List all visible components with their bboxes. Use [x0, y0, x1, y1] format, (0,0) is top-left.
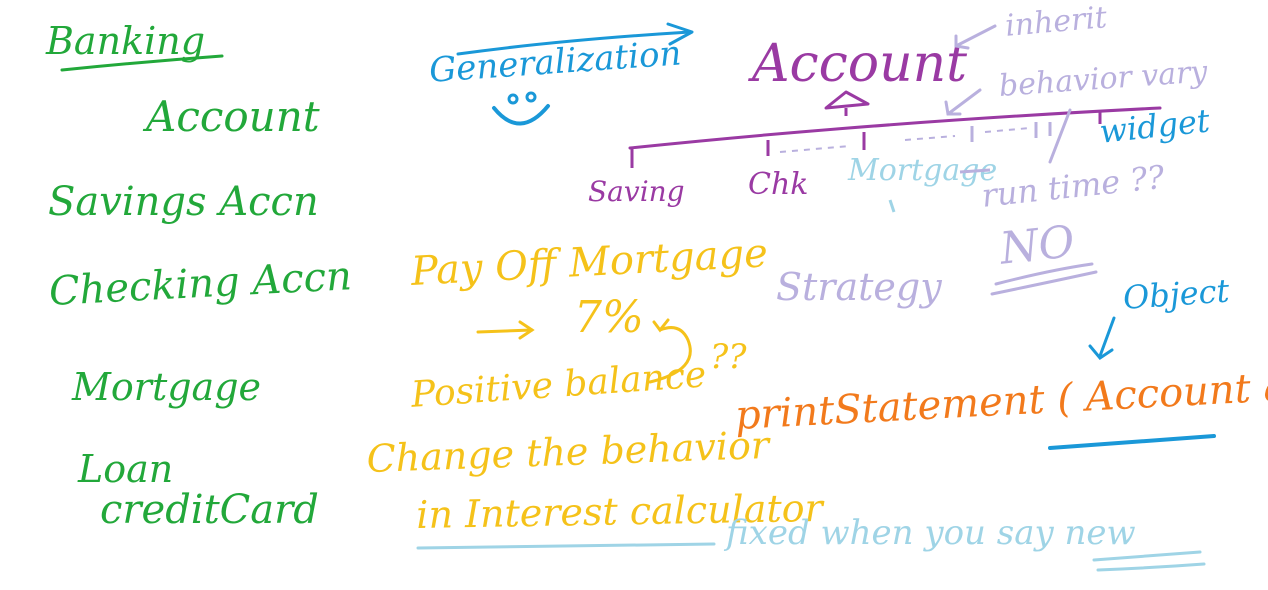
object-arrow	[1098, 316, 1116, 358]
left-item-savings: Savings Accn	[48, 179, 319, 225]
note-questions: ??	[710, 337, 747, 377]
hierarchy-bar	[628, 106, 1162, 150]
behavior-note: behavior vary	[997, 54, 1209, 104]
note-strategy: Strategy	[776, 265, 942, 309]
no-underline-2	[990, 270, 1098, 296]
child-saving: Saving	[588, 175, 685, 208]
left-item-creditcard: creditCard	[100, 487, 319, 533]
left-item-loan: Loan	[78, 447, 174, 491]
smiley-mouth	[492, 104, 550, 126]
generalization-label: Generalization	[427, 33, 683, 91]
note-pay-off-mortgage: Pay Off Mortgage	[409, 230, 769, 295]
runtime-question: run time ??	[979, 157, 1167, 215]
note-change-behavior: Change the behavior	[365, 422, 770, 481]
interest-underline	[416, 542, 716, 550]
note-object: Object	[1121, 271, 1231, 317]
no-answer: NO	[997, 216, 1078, 275]
rate-arrowhead	[518, 320, 535, 340]
object-arrowhead	[1088, 344, 1114, 360]
new-underline-1	[1092, 550, 1202, 562]
behavior-arrowhead	[944, 100, 962, 116]
sibling-dashes	[779, 127, 1031, 153]
account-root: Account	[752, 34, 967, 94]
child-widget: widget	[1097, 101, 1212, 151]
note-rate: 7%	[574, 292, 644, 343]
banking-title: Banking	[46, 19, 206, 63]
account-a-underline	[1048, 434, 1216, 450]
child-mortgage: Mortgage	[848, 153, 998, 188]
inheritance-triangle	[824, 90, 870, 110]
left-item-checking: Checking Accn	[47, 253, 353, 315]
note-fixed-new: fixed when you say new	[726, 513, 1136, 553]
rate-curl-head	[652, 318, 670, 333]
note-print-statement: printStatement ( Account a)	[733, 363, 1268, 439]
child-chk: Chk	[748, 167, 809, 202]
smiley-eye-left	[507, 93, 519, 105]
smiley-eye-right	[525, 91, 537, 103]
new-underline-2	[1096, 562, 1206, 572]
widget-slash	[1048, 108, 1072, 164]
rate-arrow	[476, 328, 534, 334]
note-positive-balance: Positive balance	[409, 354, 708, 416]
mortgage-tick	[888, 199, 896, 213]
left-item-mortgage: Mortgage	[72, 365, 262, 409]
inherit-note: inherit	[1003, 0, 1109, 44]
sibling-ticks	[970, 122, 1052, 142]
left-item-account: Account	[146, 92, 320, 141]
